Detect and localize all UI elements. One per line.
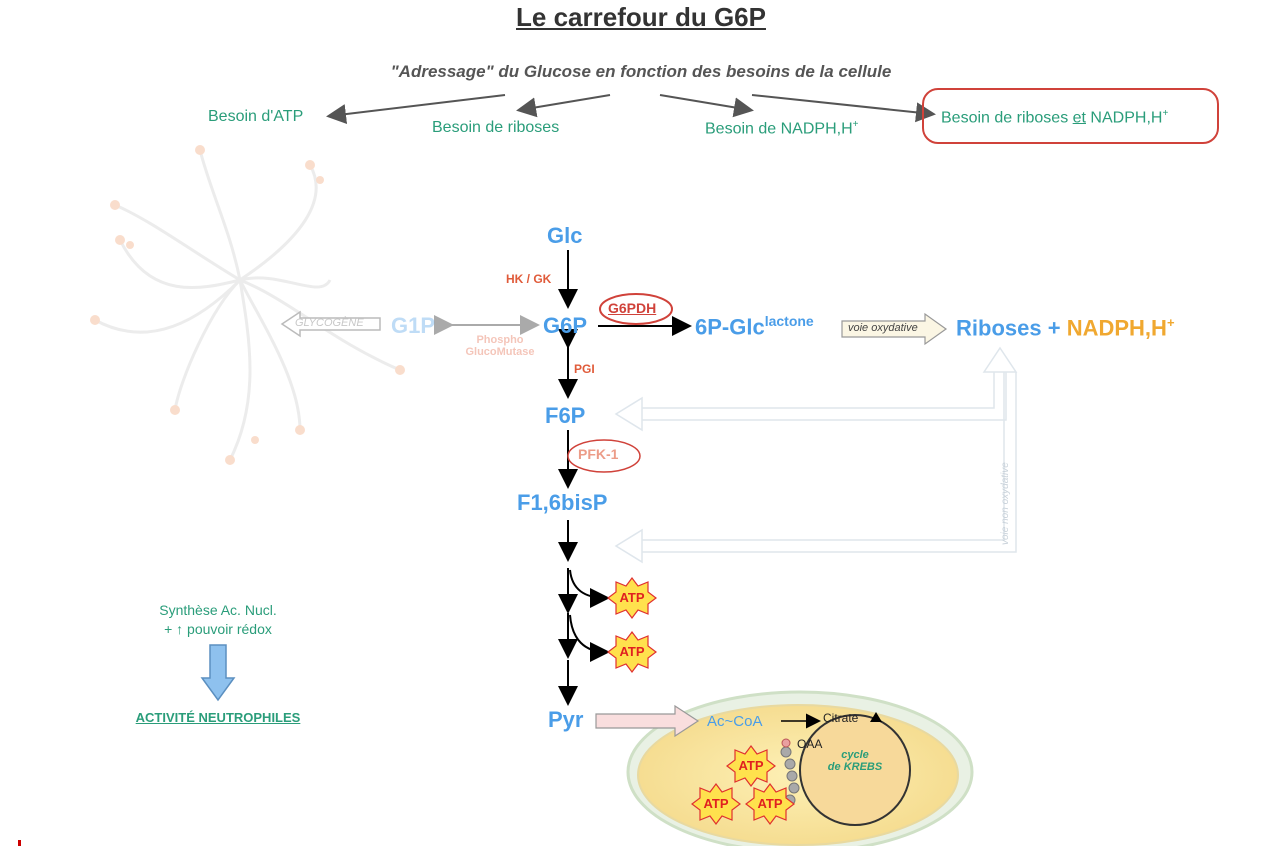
need-riboses-and-nadph: Besoin de riboses et NADPH,H+	[941, 108, 1169, 127]
metabolite-g6p: G6P	[543, 313, 588, 338]
metabolite-oaa: OAA	[797, 737, 823, 751]
side-note-line2: + ↑ pouvoir rédox	[164, 621, 272, 637]
need-nadph: Besoin de NADPH,H+	[705, 119, 859, 138]
label-glycogene: GLYCOGÈNE	[295, 317, 364, 329]
enzyme-g6pdh: G6PDH	[608, 300, 657, 316]
need-atp: Besoin d'ATP	[208, 108, 304, 125]
enzyme-pfk1: PFK-1	[578, 446, 619, 462]
subtitle: "Adressage" du Glucose en fonction des b…	[390, 62, 892, 81]
metabolite-f16bisp: F1,6bisP	[517, 490, 608, 515]
side-note-result: ACTIVITÉ NEUTROPHILES	[135, 710, 301, 725]
atp-label-5: ATP	[757, 796, 783, 811]
metabolite-citrate: Citrate	[823, 711, 859, 725]
non-oxidative-arrows	[614, 346, 1018, 564]
product-riboses: Riboses + NADPH,H+	[956, 315, 1175, 341]
metabolite-6p-glc-lactone: 6P-Glclactone	[695, 313, 814, 340]
metabolite-glc: Glc	[547, 223, 583, 248]
label-voie-oxydative: voie oxydative	[848, 322, 918, 334]
glycogen-spiral-graphic	[90, 145, 405, 465]
page-title: Le carrefour du G6P	[516, 2, 766, 32]
atp-label-4: ATP	[703, 796, 729, 811]
metabolite-g1p: G1P	[391, 313, 436, 338]
side-note-line1: Synthèse Ac. Nucl.	[159, 602, 277, 618]
enzyme-hk-gk: HK / GK	[506, 272, 552, 286]
enzyme-pgi: PGI	[574, 362, 595, 376]
metabolite-f6p: F6P	[545, 403, 586, 428]
atp-label-2: ATP	[619, 644, 645, 659]
highlight-box	[922, 88, 1219, 144]
need-arrows	[326, 94, 936, 125]
need-riboses: Besoin de riboses	[432, 119, 560, 136]
metabolite-pyr: Pyr	[548, 707, 584, 732]
atp-bursts	[607, 577, 795, 825]
metabolite-acetyl-coa: Ac~CoA	[707, 713, 763, 730]
atp-label-3: ATP	[738, 758, 764, 773]
atp-label-1: ATP	[619, 590, 645, 605]
label-voie-non-oxydative: voie non oxydative	[1000, 462, 1011, 545]
